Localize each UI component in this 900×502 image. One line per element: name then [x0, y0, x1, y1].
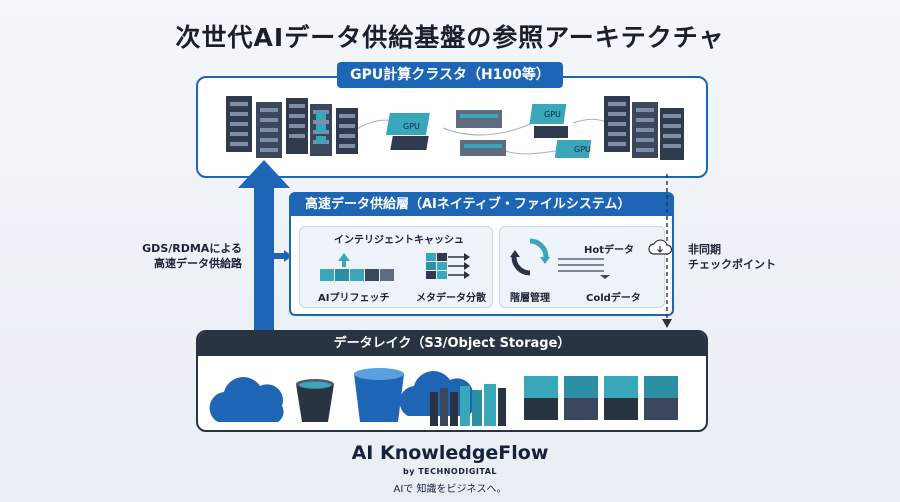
page-title: 次世代AIデータ供給基盤の参照アーキテクチャ: [175, 23, 725, 52]
tier-flow-icon: [558, 258, 610, 279]
gpu-cluster-illustration: GPU GPU GPU: [226, 96, 684, 160]
brand-byline: by TECHNODIGITAL: [403, 467, 497, 476]
brand-tagline: AIで 知識をビジネスへ。: [393, 484, 507, 495]
gpu-cluster-label: GPU計算クラスタ（H100等）: [337, 62, 563, 88]
storage-illustration: [209, 368, 678, 426]
connector-arrow: [270, 250, 292, 262]
gds-rdma-label: GDS/RDMAによる 高速データ供給路: [142, 242, 242, 270]
bucket-icon: [296, 379, 334, 422]
file-system-label: 高速データ供給層（AIネイティブ・ファイルシステム）: [291, 194, 672, 216]
checkpoint-label: 非同期 チェックポイント: [688, 243, 776, 271]
cold-data-label: Coldデータ: [586, 293, 641, 304]
server-rack-icon: [226, 96, 358, 158]
metadata-grid-icon: [426, 253, 470, 279]
cloud-icon: [209, 377, 284, 422]
hot-data-label: Hotデータ: [584, 245, 635, 256]
gpu-cluster-panel: GPU GPU GPU: [196, 76, 708, 178]
intelligent-cache-box: インテリジェントキャッシュ AIプリフェッチ: [299, 226, 493, 308]
brand-name: AI KnowledgeFlow: [351, 442, 549, 464]
data-lake-panel: データレイク（S3/Object Storage）: [196, 330, 708, 432]
server-rack-icon: [604, 96, 684, 160]
svg-text:GPU: GPU: [544, 110, 561, 119]
gpu-card-icon: GPU GPU GPU: [385, 104, 592, 158]
storage-blocks-icon: [524, 376, 678, 420]
file-stack-icon: [430, 384, 506, 426]
data-lake-label: データレイク（S3/Object Storage）: [198, 332, 706, 356]
cloud-sync-icon: [648, 239, 672, 255]
tiering-box: Hotデータ 階層管理 Coldデータ: [499, 226, 665, 308]
file-system-panel: 高速データ供給層（AIネイティブ・ファイルシステム） インテリジェントキャッシュ: [289, 192, 674, 316]
intelligent-cache-label: インテリジェントキャッシュ: [334, 235, 464, 246]
svg-text:GPU: GPU: [403, 122, 420, 131]
data-path-arrow: [238, 160, 290, 375]
prefetch-blocks-icon: [320, 253, 394, 281]
metadata-distribution-label: メタデータ分散: [416, 293, 486, 304]
tier-management-label: 階層管理: [510, 293, 550, 304]
cache-illustration: [320, 253, 470, 281]
refresh-cycle-icon: [510, 238, 550, 276]
svg-text:GPU: GPU: [574, 145, 591, 154]
bucket-icon: [354, 368, 404, 422]
ai-prefetch-label: AIプリフェッチ: [318, 293, 390, 304]
